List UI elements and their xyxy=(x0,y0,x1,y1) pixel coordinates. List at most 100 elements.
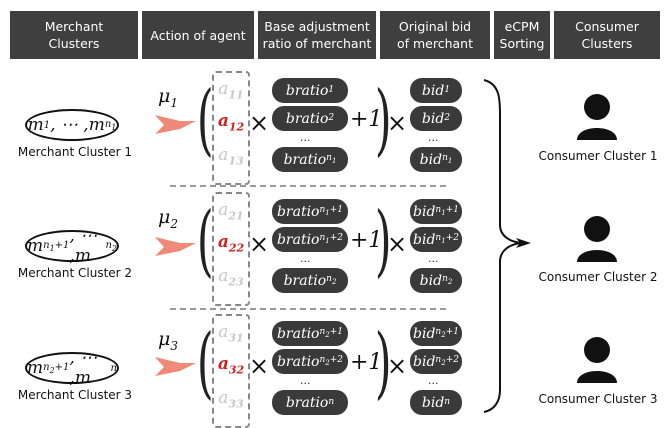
ellipsis: ... xyxy=(300,252,311,265)
subscript: 2 xyxy=(325,358,330,367)
merchant-cluster-label: Merchant Cluster 2 xyxy=(17,266,133,280)
subscript: n1+1 xyxy=(435,205,459,217)
subscript: n2+1 xyxy=(43,361,70,375)
subscript: n xyxy=(110,362,117,374)
times-symbol: × xyxy=(387,109,408,137)
subscript: n1+2 xyxy=(435,233,459,245)
consumer-icon-2 xyxy=(577,216,617,262)
ellipsis: ... xyxy=(428,252,439,265)
subscript: 2 xyxy=(328,113,335,123)
action-element-selected: a32 xyxy=(217,354,245,377)
subscript: 1 xyxy=(325,236,330,245)
subscript: 1 xyxy=(447,156,453,165)
action-arrow-3 xyxy=(155,357,196,376)
action-arrow-2 xyxy=(155,237,196,256)
ellipsis: ... xyxy=(428,374,439,387)
action-element-selected: a22 xyxy=(217,232,245,255)
subscript: 21 xyxy=(228,209,244,223)
subscript: 3 xyxy=(170,338,178,353)
subscript: 1 xyxy=(170,95,178,110)
subscript: 12 xyxy=(228,120,245,134)
subscript: 1 xyxy=(441,236,446,245)
times-symbol: × xyxy=(249,230,270,258)
subscript: 1 xyxy=(111,122,117,132)
right-paren: ) xyxy=(374,318,392,408)
merchant-cluster-label: Merchant Cluster 3 xyxy=(17,388,133,402)
consumer-cluster-label: Consumer Cluster 2 xyxy=(538,270,658,284)
action-element: a31 xyxy=(218,322,244,345)
subscript: 1 xyxy=(331,156,337,165)
ellipsis: ... xyxy=(300,374,311,387)
mu-label: μ3 xyxy=(158,328,178,353)
subscript: 1 xyxy=(43,119,51,131)
subscript: n1+2 xyxy=(319,233,344,245)
action-element: a23 xyxy=(218,266,244,289)
right-paren: ) xyxy=(374,196,392,286)
subscript: 2 xyxy=(447,277,453,286)
agent-action-vector: a31 a32 a33 xyxy=(212,314,250,428)
subscript: 23 xyxy=(228,275,244,289)
plus-one: +1 xyxy=(350,228,383,253)
subscript: 13 xyxy=(228,154,244,168)
subscript: n2+1 xyxy=(435,327,459,339)
subscript: 32 xyxy=(228,363,245,377)
ecpm-bracket xyxy=(483,79,523,413)
subscript: n2 xyxy=(326,274,337,286)
subscript: 2 xyxy=(444,113,451,123)
subscript: n1 xyxy=(442,153,453,165)
subscript: n1 xyxy=(104,118,117,132)
subscript: 31 xyxy=(228,331,244,345)
merchant-cluster-label: Merchant Cluster 1 xyxy=(17,145,133,159)
subscript: 1 xyxy=(441,208,446,217)
subscript: 11 xyxy=(228,88,244,102)
subscript: 1 xyxy=(325,208,330,217)
subscript: 2 xyxy=(331,277,337,286)
consumer-cluster-label: Consumer Cluster 1 xyxy=(538,149,658,163)
mu-label: μ1 xyxy=(158,85,178,110)
right-paren: ) xyxy=(374,75,392,165)
subscript: 2 xyxy=(111,243,117,253)
cluster-separator xyxy=(170,185,446,187)
action-element-selected: a12 xyxy=(217,111,245,134)
action-element: a33 xyxy=(218,388,244,411)
cluster-separator xyxy=(170,308,446,310)
plus-one: +1 xyxy=(350,107,383,132)
subscript: 2 xyxy=(49,365,55,375)
action-element: a21 xyxy=(218,200,244,223)
action-element: a13 xyxy=(218,145,244,168)
action-element: a11 xyxy=(218,79,244,102)
ellipsis: ... xyxy=(428,131,439,144)
left-paren: ( xyxy=(196,318,214,408)
consumer-icon-1 xyxy=(577,94,617,140)
subscript: n2 xyxy=(105,239,117,253)
left-paren: ( xyxy=(196,75,214,165)
subscript: 1 xyxy=(328,85,335,95)
subscript: n xyxy=(444,397,451,407)
subscript: 2 xyxy=(441,330,446,339)
left-paren: ( xyxy=(196,196,214,286)
